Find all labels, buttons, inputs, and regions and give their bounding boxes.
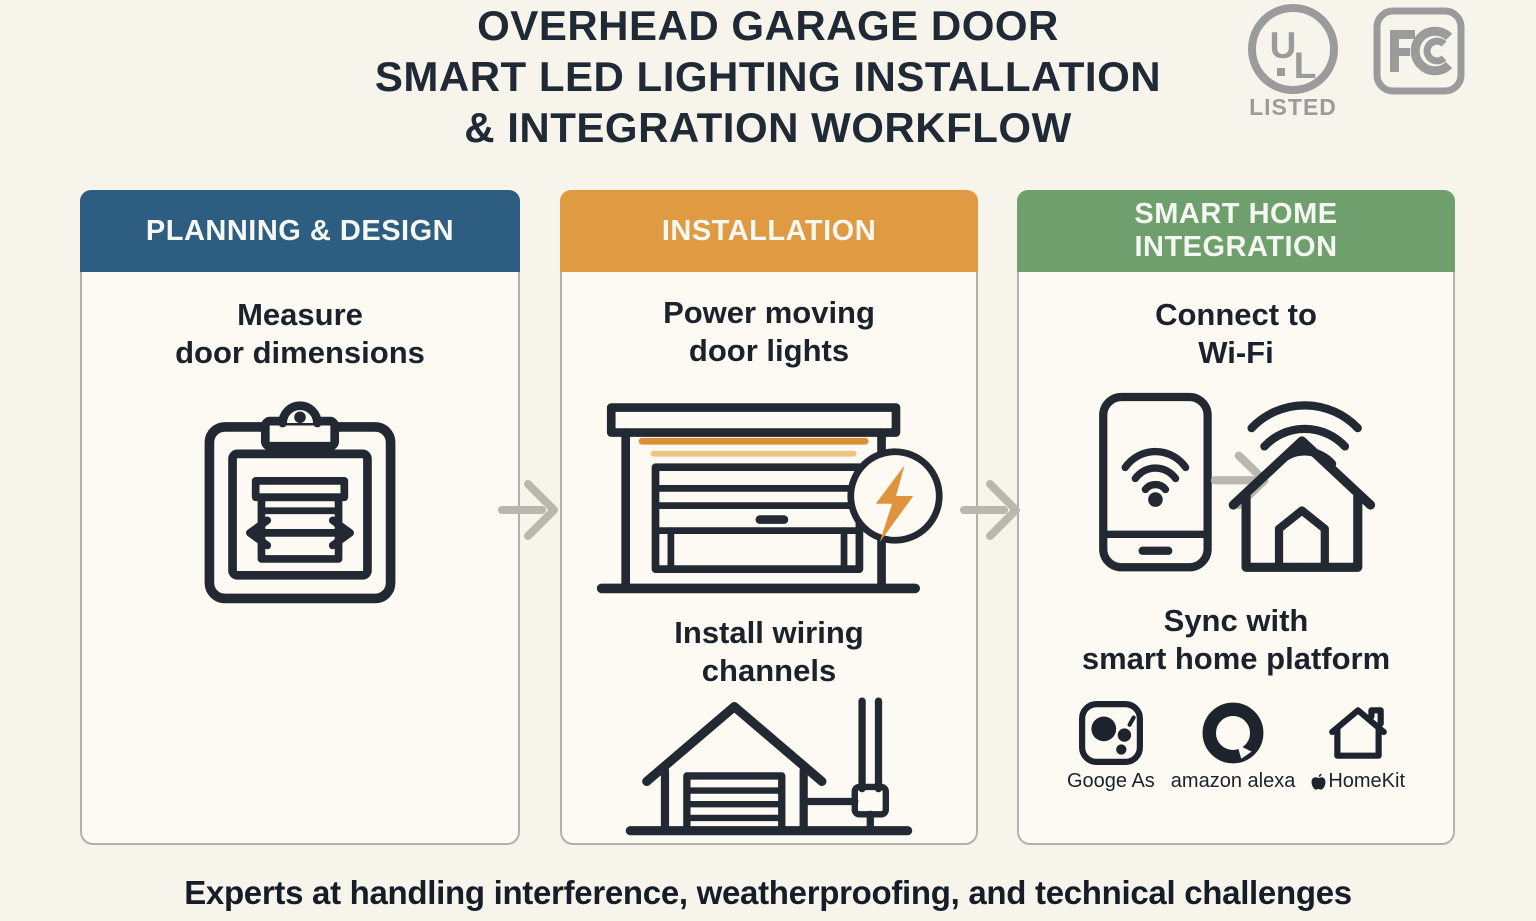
smart-home-header-line2: INTEGRATION — [1134, 231, 1338, 263]
google-assistant-icon — [1078, 701, 1143, 765]
power-lights-step-label: Power moving door lights — [663, 295, 875, 368]
platform-apple-homekit: HomeKit — [1311, 700, 1405, 793]
phone-wifi-to-house-icon — [1080, 386, 1392, 592]
homekit-icon — [1329, 707, 1388, 759]
fcc-icon — [1373, 7, 1465, 95]
ul-letter-l: L — [1294, 45, 1317, 86]
footer-tagline: Experts at handling interference, weathe… — [184, 874, 1352, 911]
google-assistant-label: Googe As — [1066, 770, 1155, 792]
garage-door-led-icon — [589, 396, 949, 598]
garage-house-wiring-icon — [619, 692, 919, 838]
wiring-step-label: Install wiring channels — [674, 615, 864, 688]
arrow-planning-to-installation-icon — [498, 480, 558, 540]
platform-google-assistant: Googe As — [1067, 700, 1155, 793]
fcc-mark — [1372, 6, 1466, 98]
amazon-alexa-icon — [1202, 702, 1264, 764]
arrow-installation-to-smart-home-icon — [960, 480, 1020, 540]
sync-platform-step-label: Sync with smart home platform — [1081, 603, 1391, 676]
title-line-2: SMART LED LIGHTING INSTALLATION — [374, 53, 1162, 100]
planning-design-card: PLANNING & DESIGN Measure door dimension… — [80, 190, 520, 845]
platform-amazon-alexa: amazon alexa — [1170, 700, 1296, 793]
planning-header-label: PLANNING & DESIGN — [145, 214, 455, 247]
title-line-3: & INTEGRATION WORKFLOW — [464, 104, 1072, 151]
ul-listed-mark: U L LISTED — [1243, 2, 1343, 121]
smart-home-header-line1: SMART HOME — [1134, 198, 1338, 230]
installation-header-label: INSTALLATION — [661, 214, 877, 247]
installation-header: INSTALLATION — [560, 190, 978, 272]
connect-wifi-step-label: Connect to Wi-Fi — [1155, 297, 1317, 370]
planning-design-header: PLANNING & DESIGN — [80, 190, 520, 272]
smart-home-card: SMART HOME INTEGRATION Connect to Wi-Fi — [1017, 190, 1455, 845]
ul-circle-icon: U L — [1248, 4, 1338, 94]
title-line-1: OVERHEAD GARAGE DOOR — [477, 2, 1059, 49]
ul-listed-label: LISTED — [1249, 94, 1337, 120]
page-title: OVERHEAD GARAGE DOOR SMART LED LIGHTING … — [0, 0, 1536, 153]
measure-step-label: Measure door dimensions — [175, 297, 425, 370]
apple-logo-icon — [1311, 773, 1326, 790]
platform-row: Googe As amazon alexa — [1067, 700, 1405, 793]
smart-home-header: SMART HOME INTEGRATION — [1017, 190, 1455, 272]
clipboard-measure-icon — [194, 398, 406, 610]
homekit-label: HomeKit — [1311, 770, 1405, 793]
installation-card: INSTALLATION Power moving door lights — [560, 190, 978, 845]
amazon-alexa-label: amazon alexa — [1170, 770, 1296, 792]
ul-letter-u: U — [1270, 25, 1297, 66]
